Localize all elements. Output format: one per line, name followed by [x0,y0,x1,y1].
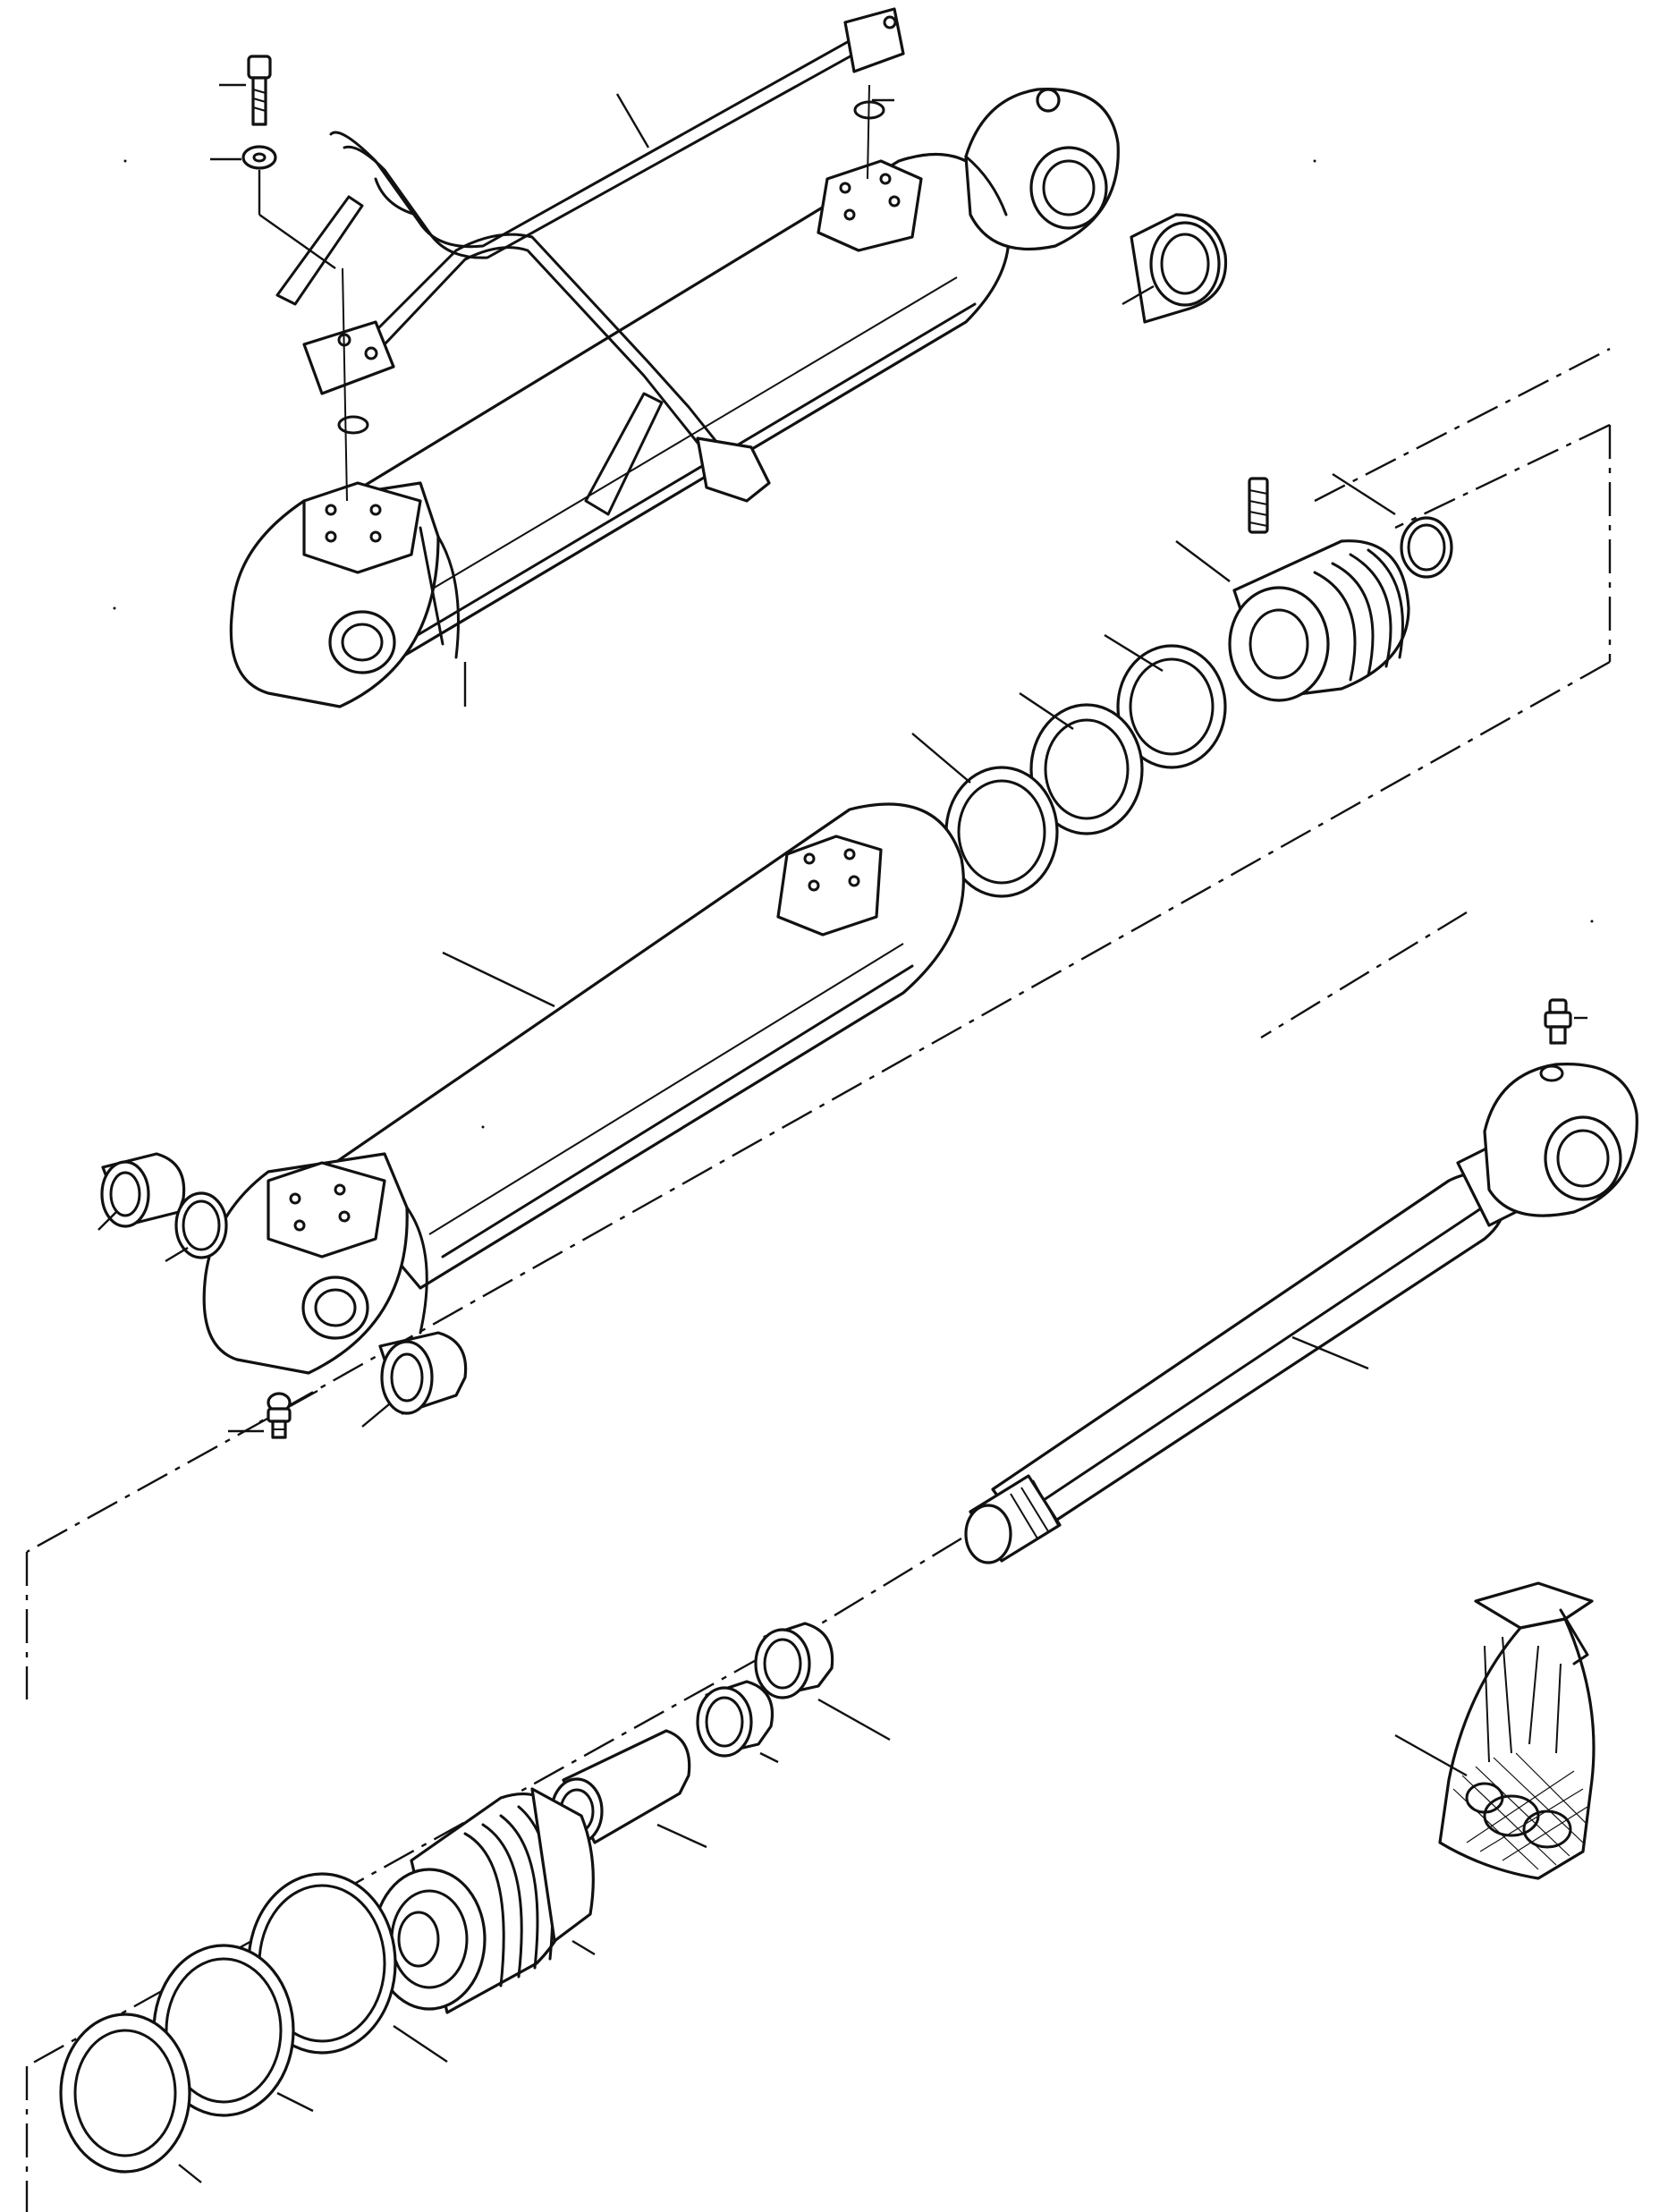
rod-seal [754,1622,834,1699]
tube-mount-o-ring-rear [337,267,369,502]
bushing-lower [378,1331,468,1415]
cylinder-tube [202,802,965,1375]
piston-seal-a [1116,644,1227,769]
pin-bushing-rod-end [1130,213,1228,324]
lock-washer [241,145,277,170]
rod-buffer-seal [696,1680,775,1758]
tube-mount-o-ring-front [853,84,885,180]
grease-fitting-rod-end [1544,998,1572,1045]
stray-marks [113,159,1594,1129]
callout-leaders [97,83,1587,2183]
assembled-cylinder-body [229,88,1120,708]
piston-nut [1228,539,1410,702]
piston-seal-b [1029,703,1144,835]
dust-wiper [59,2013,191,2174]
grease-fitting-head-end [267,1392,292,1439]
cylinder-head-gland [372,1787,595,2014]
piston-rod [964,1063,1638,1564]
center-lines [25,347,1612,2212]
hydraulic-tube-assembly [275,7,905,516]
seal-kit-bag [1438,1581,1596,1880]
snap-ring [174,1191,228,1259]
set-screw [1248,477,1269,534]
socket-head-screw [247,55,272,126]
bushing-head-end [100,1152,186,1228]
backup-ring-piston-side [1400,516,1453,579]
